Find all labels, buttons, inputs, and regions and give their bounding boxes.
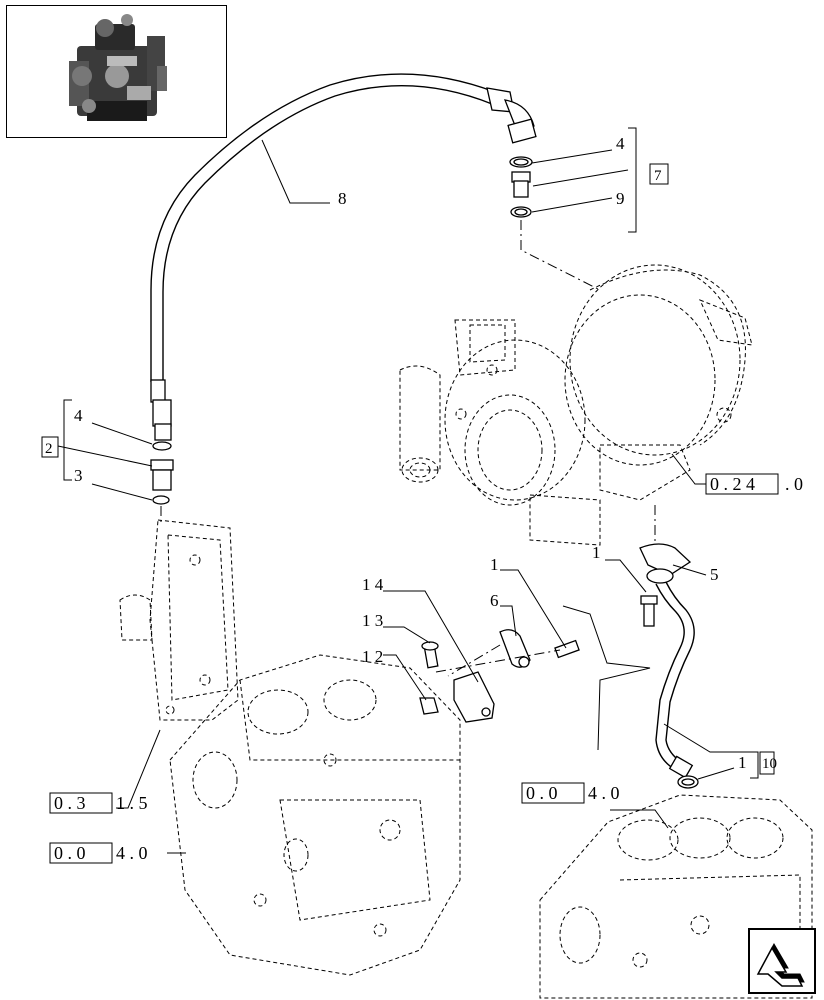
callout-7-box [649,163,669,185]
callout-4-left: 4 [74,406,83,425]
leader-lines [57,127,759,854]
ref-turbo-boxed: 0 . 2 4 [710,474,755,494]
callout-1-bottom: 1 [738,753,747,772]
callout-12: 1 2 [362,647,383,666]
callout-6: 6 [490,591,499,610]
ref-plate-suffix: 1 . 5 [116,793,148,813]
timing-cover-plate [119,519,239,721]
top-union-parts [509,156,533,218]
callout-14: 1 4 [362,575,384,594]
ref-block-1-box [521,782,585,804]
engine-block-left [169,654,461,976]
callout-10-box [759,751,775,775]
callout-9: 9 [616,189,625,208]
callout-4-top: 4 [616,134,625,153]
callout-7: 7 [654,168,662,184]
ref-block-2-box [49,842,113,864]
callout-2-box [41,436,59,458]
next-page-button[interactable] [748,928,816,994]
turbocharger [399,264,753,546]
callout-2: 2 [45,441,53,457]
callout-3: 3 [74,466,83,485]
bracket-parts [419,629,580,723]
oil-return-pipe [639,543,699,789]
ref-plate-box [49,792,113,814]
ref-block-2-boxed: 0 . 0 [54,843,86,863]
ref-plate-boxed: 0 . 3 [54,793,86,813]
oil-feed-pipe [150,73,537,441]
alignment-lines [160,220,656,677]
callout-5: 5 [710,565,719,584]
callout-1-top: 1 [592,543,601,562]
ref-turbo-box [705,473,779,495]
engine-thumbnail-icon [69,14,167,121]
ref-block-1-boxed: 0 . 0 [526,783,558,803]
ref-block-2-suffix: 4 . 0 [116,843,148,863]
callout-8: 8 [338,189,347,208]
callout-10: 10 [762,756,777,772]
left-union-parts [150,441,174,505]
ref-block-1-suffix: 4 . 0 [588,783,620,803]
engine-block-right [539,794,813,999]
callout-13: 1 3 [362,611,383,630]
callout-1-mid: 1 [490,555,499,574]
ref-turbo-suffix: . 0 [785,474,803,494]
next-page-arrow-icon [756,942,805,987]
engine-thumbnail [6,5,227,138]
